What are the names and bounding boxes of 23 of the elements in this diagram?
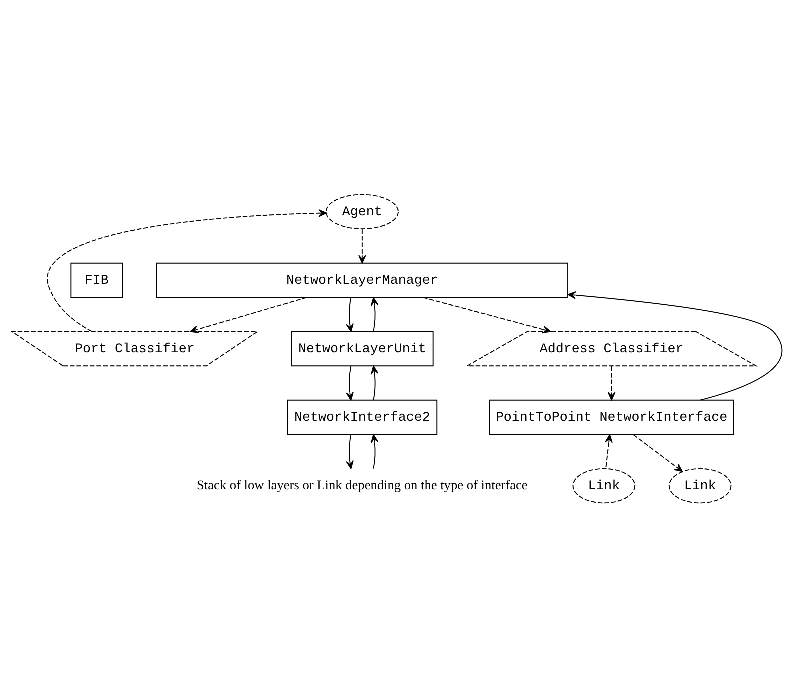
arrow bbox=[370, 297, 379, 332]
arrow bbox=[568, 292, 782, 401]
node-ellipse: Link bbox=[572, 468, 636, 504]
node-ellipse: Agent bbox=[326, 194, 399, 230]
arrow bbox=[633, 434, 684, 472]
arrow bbox=[47, 209, 328, 332]
arrow bbox=[370, 434, 379, 470]
arrow bbox=[190, 297, 308, 334]
arrow bbox=[346, 366, 354, 401]
node-text: Stack of low layers or Link depending on the type of interface bbox=[196, 478, 528, 493]
arrow bbox=[358, 228, 366, 264]
arrow bbox=[346, 297, 354, 332]
node-box: PointToPoint NetworkInterface bbox=[489, 400, 734, 436]
arrow bbox=[422, 297, 552, 334]
node-box: NetworkLayerUnit bbox=[291, 331, 434, 367]
node-box: NetworkInterface2 bbox=[287, 400, 438, 436]
arrow bbox=[605, 434, 613, 470]
arrow bbox=[346, 434, 354, 470]
node-ellipse: Link bbox=[668, 468, 732, 504]
arrow bbox=[608, 366, 616, 401]
arrow bbox=[370, 366, 379, 401]
node-box: FIB bbox=[70, 262, 124, 298]
node-box: NetworkLayerManager bbox=[156, 262, 568, 298]
